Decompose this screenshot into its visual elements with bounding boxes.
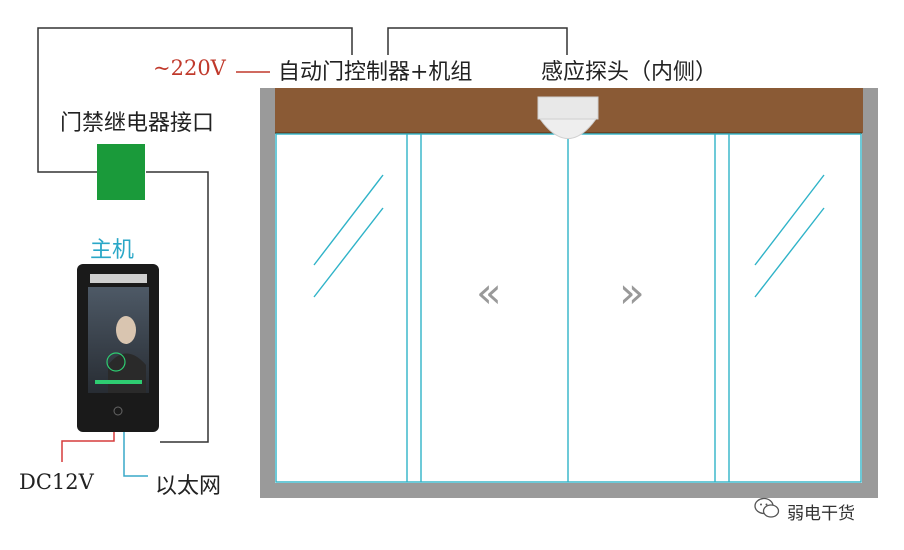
slide-right-arrow-icon: » [619,268,645,317]
controller-sensor-wire [387,27,568,55]
slide-left-arrow-icon: « [476,268,502,317]
host-label: 主机 [90,238,135,263]
ethernet-wire [123,432,148,477]
watermark-text: 弱电干货 [787,504,855,524]
relay-interface-box [97,144,145,200]
controller-label: 自动门控制器+机组 [278,60,473,85]
relay-interface-label: 门禁继电器接口 [60,111,215,136]
voltage-label: ~220V [153,56,226,80]
sensor-dome [537,96,599,139]
sensor-label: 感应探头（内侧） [541,60,718,85]
relay-host-wire [146,171,209,443]
face-terminal [77,264,159,432]
relay-power-wire [37,27,353,173]
glass-reflections [313,174,825,298]
dc-power-wire [61,432,115,462]
ethernet-label: 以太网 [155,474,222,499]
wechat-icon [754,497,780,518]
dc-power-label: DC12V [19,470,94,494]
